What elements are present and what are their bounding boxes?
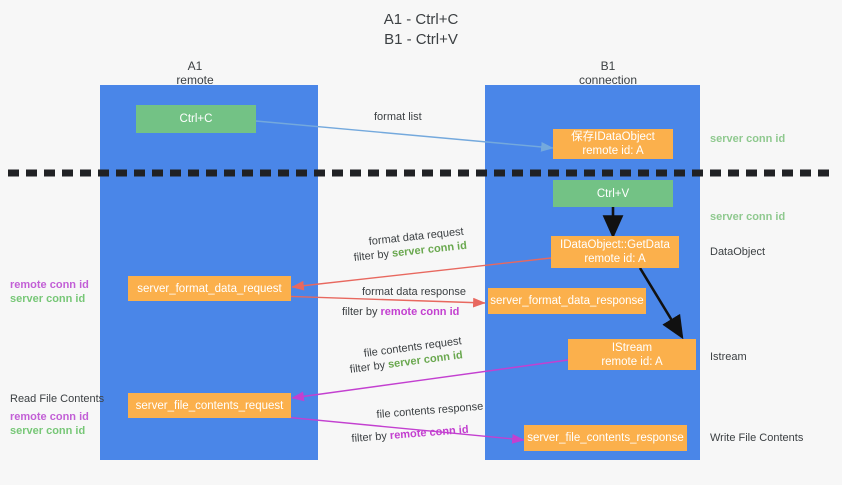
box-server-format-data-request[interactable]: server_format_data_request bbox=[128, 276, 291, 301]
box-server-format-data-response-label: server_format_data_response bbox=[490, 295, 644, 307]
filter-prefix: filter by bbox=[353, 247, 393, 264]
filter-prefix: filter by bbox=[342, 306, 381, 318]
box-server-file-contents-response-label: server_file_contents_response bbox=[527, 432, 684, 444]
annotation-server-conn-id-second: server conn id bbox=[710, 210, 785, 224]
annotation-text: Write File Contents bbox=[710, 432, 804, 444]
lane-b1-name: B1 bbox=[600, 59, 616, 73]
box-save-idataobject-label: 保存IDataObject bbox=[571, 131, 655, 143]
box-server-format-data-request-label: server_format_data_request bbox=[137, 282, 282, 295]
box-ctrl-v-label: Ctrl+V bbox=[596, 187, 630, 200]
lane-header-a1: A1 remote bbox=[120, 59, 270, 87]
box-idataobject-getdata-label: IDataObject::GetData bbox=[560, 239, 670, 251]
box-istream[interactable]: IStream remote id: A bbox=[568, 339, 696, 370]
box-ctrl-c-label: Ctrl+C bbox=[179, 113, 213, 125]
filter-value-remote-conn-id: remote conn id bbox=[389, 423, 470, 442]
filter-value-remote-conn-id: remote conn id bbox=[380, 306, 460, 318]
filter-prefix: filter by bbox=[349, 358, 389, 376]
lane-header-b1: B1 connection bbox=[533, 59, 683, 87]
lane-a1-name: A1 bbox=[187, 59, 203, 73]
annotation-remote-conn-id: remote conn id bbox=[10, 411, 89, 423]
edge-label-file-contents-response: file contents response bbox=[376, 400, 484, 421]
box-server-file-contents-response[interactable]: server_file_contents_response bbox=[524, 425, 687, 451]
title-line-1: A1 - Ctrl+C bbox=[383, 11, 459, 28]
annotation-text: Istream bbox=[710, 351, 747, 363]
box-istream-subtitle: remote id: A bbox=[601, 355, 663, 368]
edge-label-file-contents-response-filter: filter by remote conn id bbox=[351, 423, 469, 447]
page-title: A1 - Ctrl+C B1 - Ctrl+V bbox=[0, 10, 842, 50]
annotation-text: DataObject bbox=[710, 246, 766, 258]
annotation-dataobject: DataObject bbox=[710, 245, 765, 259]
edge-label-format-data-response-filter: filter by remote conn id bbox=[342, 305, 459, 320]
annotation-server-conn-id: server conn id bbox=[10, 293, 86, 305]
lane-a1-sub: remote bbox=[176, 73, 214, 87]
box-server-file-contents-request[interactable]: server_file_contents_request bbox=[128, 393, 291, 418]
annotation-write-file-contents: Write File Contents bbox=[710, 431, 803, 445]
box-idataobject-getdata[interactable]: IDataObject::GetData remote id: A bbox=[551, 236, 679, 268]
annotation-text: server conn id bbox=[710, 211, 786, 223]
annotation-read-file-contents-heading: Read File Contents bbox=[10, 393, 105, 405]
box-ctrl-v[interactable]: Ctrl+V bbox=[553, 180, 673, 207]
annotation-read-file-contents: Read File Contents remote conn id server… bbox=[10, 392, 104, 438]
box-save-idataobject-subtitle: remote id: A bbox=[582, 145, 644, 157]
box-server-format-data-response[interactable]: server_format_data_response bbox=[488, 288, 646, 314]
title-line-2: B1 - Ctrl+V bbox=[384, 31, 458, 48]
annotation-server-conn-id-top: server conn id bbox=[710, 132, 785, 146]
lane-b1-sub: connection bbox=[578, 73, 638, 87]
annotation-format-conn-ids: remote conn id server conn id bbox=[10, 278, 89, 306]
box-save-idataobject[interactable]: 保存IDataObject remote id: A bbox=[553, 129, 673, 159]
box-idataobject-getdata-subtitle: remote id: A bbox=[584, 253, 646, 265]
annotation-remote-conn-id: remote conn id bbox=[10, 279, 89, 291]
box-server-file-contents-request-label: server_file_contents_request bbox=[135, 399, 284, 412]
filter-prefix: filter by bbox=[351, 429, 391, 445]
box-istream-label: IStream bbox=[611, 341, 653, 354]
annotation-istream: Istream bbox=[710, 350, 747, 364]
annotation-text: server conn id bbox=[710, 133, 786, 145]
annotation-server-conn-id: server conn id bbox=[10, 425, 86, 437]
edge-label-format-data-response: format data response bbox=[362, 286, 466, 298]
box-ctrl-c[interactable]: Ctrl+C bbox=[136, 105, 256, 133]
edge-label-format-list: format list bbox=[374, 111, 422, 123]
